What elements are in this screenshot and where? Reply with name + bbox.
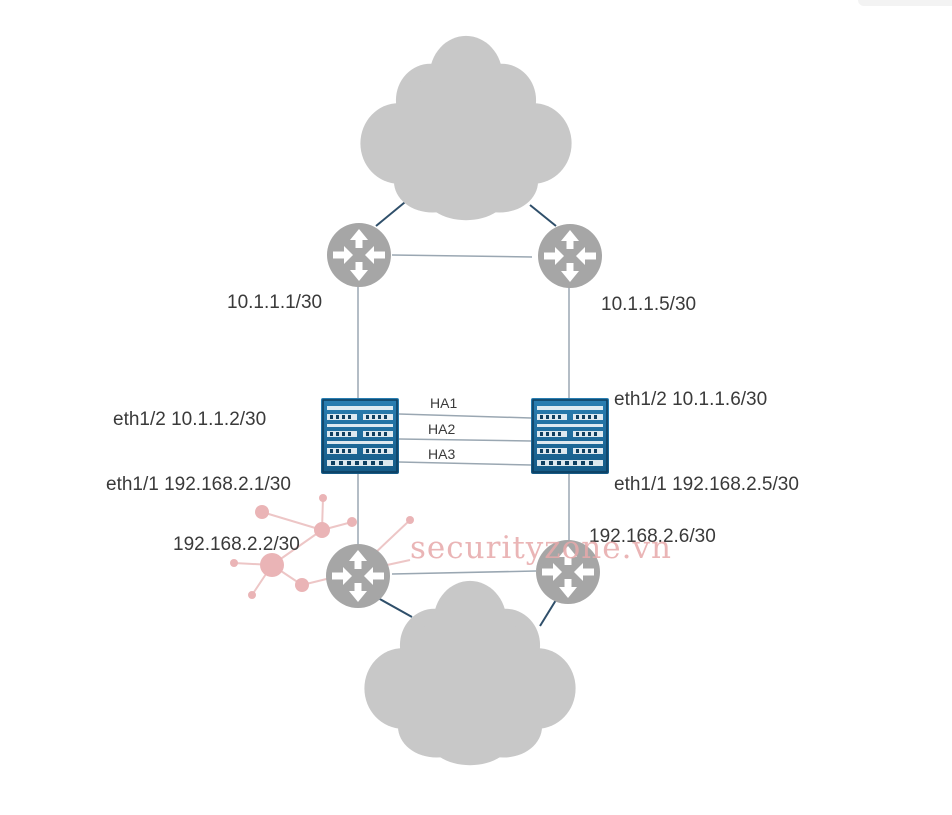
fw2-eth11-label: eth1/1 192.168.2.5/30 (614, 474, 799, 495)
fw2-eth12-label: eth1/2 10.1.1.6/30 (614, 389, 768, 410)
router-icon (327, 223, 391, 287)
ha2-label: HA2 (428, 421, 456, 437)
r3-ip-label: 192.168.2.2/30 (173, 534, 300, 555)
firewall-icon (321, 398, 399, 474)
firewall-icon (531, 398, 609, 474)
link-r3-r4 (391, 570, 537, 575)
watermark-text: securityzone.vn (410, 530, 672, 566)
link-r3-cloud-bottom (377, 597, 413, 618)
fw1-eth11-label: eth1/1 192.168.2.1/30 (106, 474, 291, 495)
ha3-label: HA3 (428, 446, 456, 462)
cloud-icon (360, 35, 572, 221)
ha1-label: HA1 (430, 395, 458, 411)
router-icon (538, 224, 602, 288)
link-ha1 (398, 413, 532, 419)
link-r4-cloud-bottom (539, 599, 557, 627)
r2-ip-label: 10.1.1.5/30 (601, 294, 697, 315)
router-icon (326, 544, 390, 608)
fw1-eth12-label: eth1/2 10.1.1.2/30 (113, 409, 267, 430)
r4-ip-label: 192.168.2.6/30 (589, 526, 716, 547)
links (357, 197, 570, 627)
link-r1-r2 (391, 254, 533, 258)
r1-ip-label: 10.1.1.1/30 (227, 292, 323, 313)
link-cloud-top-r2 (529, 204, 557, 227)
top-right-corner-decoration (858, 0, 952, 6)
link-ha3 (398, 461, 532, 466)
link-ha2 (398, 438, 532, 442)
